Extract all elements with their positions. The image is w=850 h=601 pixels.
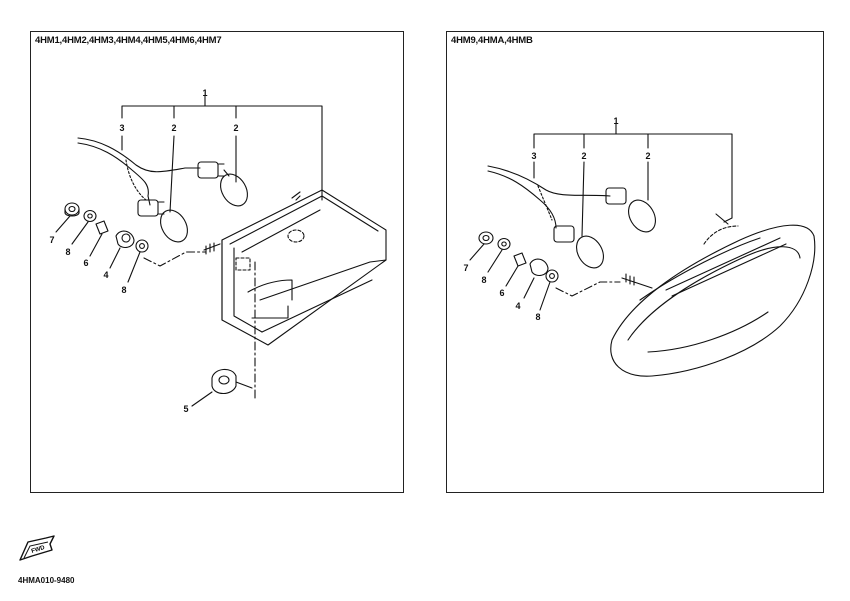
callout-7: 7	[463, 263, 469, 273]
callout-1: 1	[613, 116, 619, 126]
panel-title: 4HM9,4HMA,4HMB	[451, 35, 533, 46]
callout-4: 4	[515, 301, 521, 311]
diagram-panel-right: 4HM9,4HMA,4HMB	[446, 31, 824, 493]
callout-1: 1	[202, 88, 208, 98]
callout-2: 2	[645, 151, 651, 161]
drawing-code: 4HMA010-9480	[18, 576, 75, 585]
diagram-panel-left: 4HM1,4HM2,4HM3,4HM4,4HM5,4HM6,4HM7	[30, 31, 404, 493]
callout-8: 8	[481, 275, 487, 285]
front-direction-arrow-icon: FWD	[18, 534, 58, 569]
front-arrow-label: FWD	[31, 545, 46, 555]
callout-6: 6	[83, 258, 89, 268]
callout-7: 7	[49, 235, 55, 245]
callout-2: 2	[581, 151, 587, 161]
callout-3: 3	[531, 151, 537, 161]
callout-2: 2	[233, 123, 239, 133]
callout-8: 8	[535, 312, 541, 322]
callout-8: 8	[65, 247, 71, 257]
callout-2: 2	[171, 123, 177, 133]
callout-8: 8	[121, 285, 127, 295]
callout-4: 4	[103, 270, 109, 280]
callout-5: 5	[183, 404, 189, 414]
callout-6: 6	[499, 288, 505, 298]
callout-3: 3	[119, 123, 125, 133]
panel-title: 4HM1,4HM2,4HM3,4HM4,4HM5,4HM6,4HM7	[35, 35, 222, 46]
